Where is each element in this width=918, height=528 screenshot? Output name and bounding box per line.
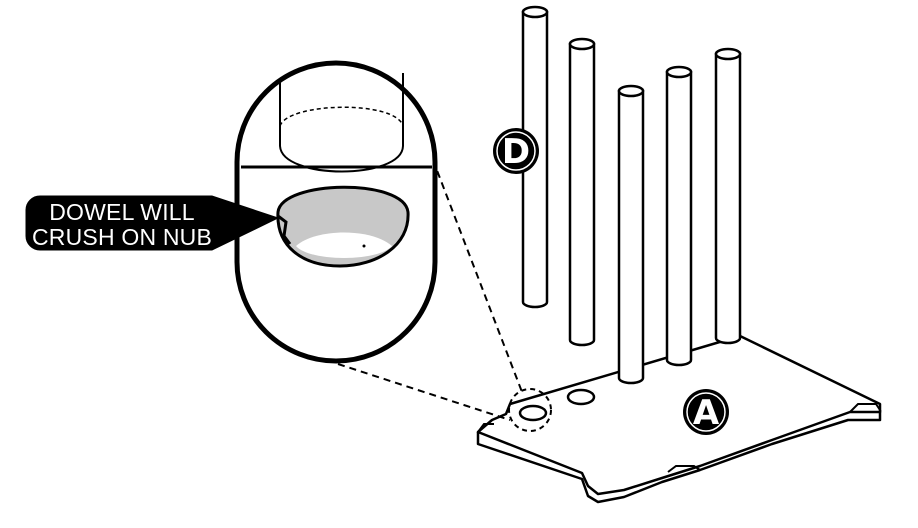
base-plate-top [476, 334, 882, 496]
plate-hole-2 [566, 388, 596, 406]
socket-floor [296, 232, 392, 258]
badge-a: A [683, 389, 729, 435]
badge-d: D [493, 128, 539, 174]
magnifier-contents [241, 73, 432, 268]
base-plate-a [476, 334, 882, 504]
plate-hole-1 [518, 404, 548, 422]
detail-magnifier: DOWEL WILL CRUSH ON NUB [25, 60, 523, 421]
crush-nub [277, 214, 292, 245]
dowel-3 [617, 84, 645, 385]
badge-d-label: D [502, 132, 530, 172]
badge-a-label: A [693, 393, 720, 433]
dowel-4 [665, 65, 693, 367]
leader-line-upper [432, 159, 523, 393]
callout-line-1: DOWEL WILL [49, 199, 195, 225]
base-plate-tab-right [849, 403, 881, 413]
detail-focus-circle [508, 388, 552, 432]
callout-tag: DOWEL WILL CRUSH ON NUB [25, 195, 280, 251]
dowel-end [279, 145, 404, 173]
leader-line-lower [337, 363, 511, 421]
dowel-5 [714, 47, 742, 345]
dowel-group [521, 5, 742, 385]
dowel-2 [568, 37, 596, 347]
callout-line-2: CRUSH ON NUB [32, 224, 212, 250]
base-plate-tab-left [477, 423, 494, 433]
base-plate-tab-front [667, 465, 701, 473]
